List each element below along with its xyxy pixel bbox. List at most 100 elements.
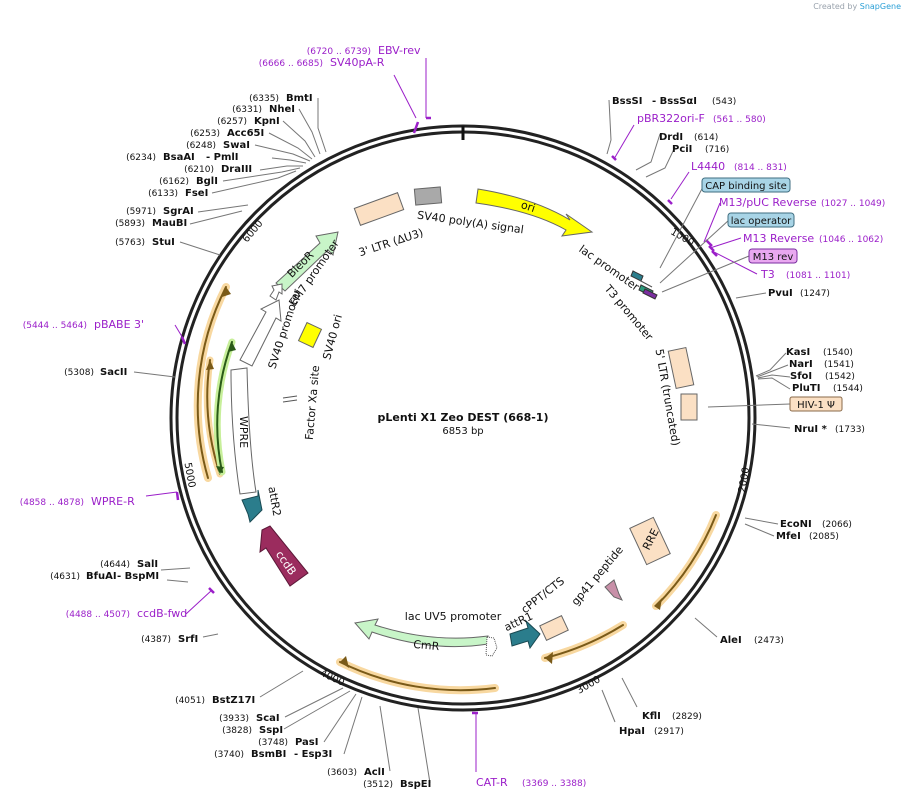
enzyme-bsmbi-pos: (3740) xyxy=(214,750,244,760)
enzyme-pasi[interactable]: PasI xyxy=(295,737,318,748)
primer-l4440[interactable]: L4440 xyxy=(691,160,725,173)
feature-sv40-ori[interactable] xyxy=(297,321,323,349)
feature-3ltr[interactable] xyxy=(353,192,405,226)
feature-cppt-cts[interactable] xyxy=(539,615,569,641)
enzyme-pmli[interactable]: - PmlI xyxy=(206,152,239,163)
snapgene-credit: Created by SnapGene xyxy=(813,2,901,11)
feature-ori-label: ori xyxy=(519,198,537,215)
primer-ccdb-fwd[interactable]: ccdB-fwd xyxy=(137,607,187,620)
enzyme-acc65i[interactable]: Acc65I xyxy=(227,128,264,139)
enzyme-fsei[interactable]: FseI xyxy=(185,188,208,199)
primer-t3[interactable]: T3 xyxy=(760,268,775,281)
enzyme-bsssi-pos: (543) xyxy=(712,97,736,107)
enzyme-bsssi[interactable]: BssSI xyxy=(612,96,642,107)
enzyme-pluti-pos: (1544) xyxy=(833,384,863,394)
enzyme-sspi[interactable]: SspI xyxy=(259,725,283,736)
feature-bleor-arrow[interactable] xyxy=(275,231,339,292)
enzyme-draiii[interactable]: DraIII xyxy=(221,164,252,175)
feature-ccdb[interactable] xyxy=(259,525,309,587)
feature-em7-arrow[interactable] xyxy=(269,283,283,301)
feature-5ltr-b[interactable] xyxy=(680,393,698,421)
feature-attr1[interactable] xyxy=(509,619,541,650)
enzyme-bstz17i[interactable]: BstZ17I xyxy=(212,695,255,706)
enzyme-labels-left: (6335) BmtI (6331) NheI (6257) KpnI (625… xyxy=(50,93,431,790)
enzyme-nari-pos: (1541) xyxy=(824,360,854,370)
feature-sv40-promoter-arrow[interactable] xyxy=(239,299,282,367)
m13-rev-box[interactable] xyxy=(748,248,798,264)
primer-m13-puc-reverse[interactable]: M13/pUC Reverse xyxy=(719,196,817,209)
feature-lac-promoter-mark[interactable] xyxy=(638,279,653,288)
primer-wpre-r[interactable]: WPRE-R xyxy=(91,495,135,508)
enzyme-nhei[interactable]: NheI xyxy=(269,104,295,115)
enzyme-swai[interactable]: SwaI xyxy=(223,140,250,151)
enzyme-bsmbi[interactable]: BsmBI xyxy=(251,749,286,760)
lac-operator-box[interactable] xyxy=(727,212,795,228)
primer-sv40pa-r[interactable]: SV40pA-R xyxy=(330,56,385,69)
feature-rre[interactable] xyxy=(629,516,671,566)
primer-ebv-rev[interactable]: EBV-rev xyxy=(378,44,421,57)
primer-labels: (6720 .. 6739) EBV-rev (6666 .. 6685) SV… xyxy=(20,44,886,789)
feature-sv40-polya[interactable] xyxy=(413,186,443,206)
enzyme-draiii-pos: (6210) xyxy=(184,165,214,175)
feature-wpre[interactable] xyxy=(230,367,257,495)
feature-gp41-peptide[interactable] xyxy=(604,579,624,601)
enzyme-drdi-pos: (614) xyxy=(694,133,718,143)
enzyme-drdi[interactable]: DrdI xyxy=(659,132,683,143)
enzyme-bsssai[interactable]: - BssSαI xyxy=(652,96,697,107)
arrowhead-right xyxy=(654,598,662,610)
enzyme-sfoi-pos: (1542) xyxy=(825,372,855,382)
tick-2000: 2000 xyxy=(737,466,752,493)
enzyme-scai[interactable]: ScaI xyxy=(256,713,280,724)
enzyme-bmti[interactable]: BmtI xyxy=(286,93,313,104)
primer-m13-puc-reverse-range: (1027 .. 1049) xyxy=(821,199,885,209)
tick-3000: 3000 xyxy=(575,674,603,696)
feature-m13-rev-mark[interactable] xyxy=(642,288,658,300)
enzyme-sfoi[interactable]: SfoI xyxy=(790,371,812,382)
primer-m13-reverse[interactable]: M13 Reverse xyxy=(743,232,814,245)
enzyme-kasi[interactable]: KasI xyxy=(786,347,810,358)
enzyme-sali-pos: (4644) xyxy=(100,560,130,570)
enzyme-nari[interactable]: NarI xyxy=(789,359,813,370)
feature-5ltr-a[interactable] xyxy=(667,346,695,390)
enzyme-sali[interactable]: SalI xyxy=(137,559,158,570)
enzyme-bfuai-pos: (4631) xyxy=(50,572,80,582)
enzyme-sacii[interactable]: SacII xyxy=(100,367,127,378)
enzyme-stui[interactable]: StuI xyxy=(152,237,175,248)
feature-factor-xa-mark-b[interactable] xyxy=(282,399,298,403)
enzyme-srfi[interactable]: SrfI xyxy=(178,634,198,645)
enzyme-econi[interactable]: EcoNI xyxy=(780,519,812,530)
primer-leaders xyxy=(145,58,758,772)
enzyme-hpai-pos: (2917) xyxy=(654,727,684,737)
feature-factor-xa-mark-a[interactable] xyxy=(282,395,298,399)
enzyme-bspei[interactable]: BspEI xyxy=(400,779,431,790)
hiv1-psi-box[interactable] xyxy=(789,396,843,412)
enzyme-bsaai[interactable]: BsaAI xyxy=(163,152,195,163)
primer-pbabe3[interactable]: pBABE 3' xyxy=(94,318,144,331)
enzyme-bfuai[interactable]: BfuAI xyxy=(86,571,117,582)
arc-left-inner-line xyxy=(216,341,233,473)
enzyme-acli[interactable]: AclI xyxy=(364,767,385,778)
enzyme-esp3i[interactable]: - Esp3I xyxy=(294,749,332,760)
enzyme-pvui[interactable]: PvuI xyxy=(768,288,793,299)
enzyme-alei[interactable]: AleI xyxy=(720,635,742,646)
cap-binding-site-box[interactable] xyxy=(701,177,791,193)
enzyme-sacii-pos: (5308) xyxy=(64,368,94,378)
enzyme-bgli[interactable]: BglI xyxy=(196,176,218,187)
enzyme-bspmi[interactable]: - BspMI xyxy=(117,571,159,582)
primer-pbr322ori-f[interactable]: pBR322ori-F xyxy=(637,112,705,125)
feature-ori-arrow[interactable] xyxy=(475,188,594,237)
enzyme-sgrai[interactable]: SgrAI xyxy=(163,206,194,217)
feature-attr2[interactable] xyxy=(241,489,263,523)
enzyme-hpai[interactable]: HpaI xyxy=(619,726,645,737)
feature-lac-uv5-promoter[interactable] xyxy=(485,636,498,657)
enzyme-mfei[interactable]: MfeI xyxy=(776,531,801,542)
primer-cat-r[interactable]: CAT-R xyxy=(476,776,508,789)
feature-cmr-arrow[interactable] xyxy=(354,618,489,648)
enzyme-nrui[interactable]: NruI * xyxy=(794,424,828,435)
enzyme-kpni[interactable]: KpnI xyxy=(254,116,280,127)
enzyme-pluti[interactable]: PluTI xyxy=(792,383,820,394)
enzyme-kfli[interactable]: KflI xyxy=(642,711,661,722)
enzyme-maubi[interactable]: MauBI xyxy=(152,218,187,229)
enzyme-pcii[interactable]: PciI xyxy=(672,144,692,155)
